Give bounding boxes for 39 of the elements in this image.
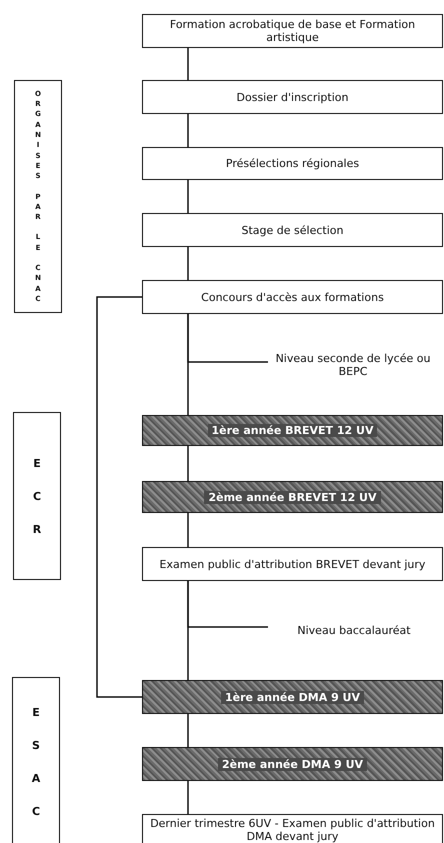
connector-line	[187, 180, 189, 213]
process-box	[142, 80, 443, 114]
box-label: Formation acrobatique de base et Formation artistique	[168, 18, 416, 44]
shaded-box	[142, 680, 443, 714]
box-label: Dossier d'inscription	[236, 90, 348, 104]
connector-line	[187, 781, 189, 814]
box-label: 1ère année DMA 9 UV	[220, 690, 364, 704]
connector-line	[187, 446, 189, 481]
box-label: Examen public d'attribution BREVET devant jury	[160, 558, 426, 570]
side-label-box	[12, 677, 60, 843]
shaded-box	[142, 481, 443, 513]
box-label: Concours d'accès aux formations	[201, 290, 384, 304]
connector-line	[187, 513, 189, 547]
shaded-box	[142, 415, 443, 446]
vertical-label: ESAC	[30, 705, 42, 820]
process-box	[142, 547, 443, 581]
process-box	[142, 213, 443, 247]
process-box	[142, 14, 443, 48]
box-label: Stage de sélection	[242, 224, 344, 236]
connector-line	[187, 314, 189, 415]
process-box	[142, 280, 443, 314]
side-label-box	[14, 80, 62, 313]
vertical-label: ECR	[32, 456, 42, 538]
side-label-box	[13, 412, 61, 580]
connector-line	[187, 581, 189, 680]
box-label: 2ème année DMA 9 UV	[218, 758, 368, 770]
box-label: Présélections régionales	[226, 157, 360, 170]
process-box	[142, 147, 443, 180]
connector-line	[187, 714, 189, 747]
connector-line	[187, 48, 189, 80]
box-label: 2ème année BREVET 12 UV	[204, 490, 380, 504]
level-note: Niveau baccalauréat	[297, 624, 411, 636]
connector-line	[96, 296, 142, 698]
connector-line	[187, 114, 189, 147]
shaded-box	[142, 747, 443, 781]
connector-line	[187, 247, 189, 280]
level-note: Niveau seconde de lycée ou BEPC	[274, 352, 432, 378]
box-label: Dernier trimestre 6UV - Examen public d'attribution DMA devant jury	[149, 817, 436, 843]
box-label: 1ère année BREVET 12 UV	[208, 424, 378, 437]
